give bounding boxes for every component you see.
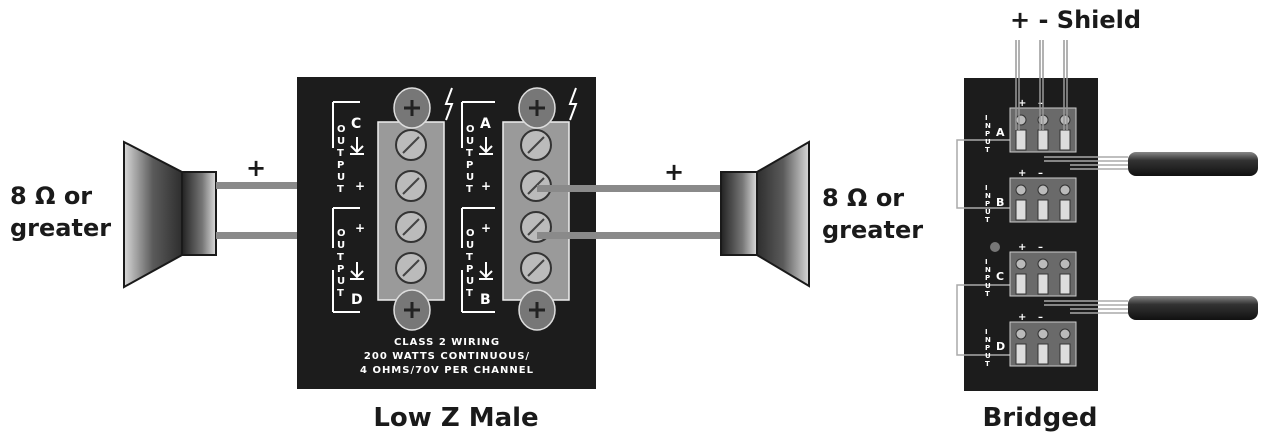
bridged-plus: +	[1018, 98, 1026, 109]
bridged-pin	[1059, 343, 1071, 365]
bridged-screw	[1059, 114, 1071, 126]
bridged-screw	[1059, 258, 1071, 270]
left-plus-a: +	[481, 179, 491, 193]
right-speaker-label-line1: 8 Ω or	[822, 184, 904, 212]
bridged-screw	[1015, 258, 1027, 270]
bridged-screw	[1037, 328, 1049, 340]
right-speaker-plus: +	[664, 158, 684, 186]
bridged-channel-label: A	[996, 126, 1005, 139]
bridged-pin	[1015, 343, 1027, 365]
bridged-screw	[1037, 258, 1049, 270]
low-z-caption: Low Z Male	[373, 403, 538, 433]
bridged-pin	[1059, 129, 1071, 151]
bridged-screw	[1059, 184, 1071, 196]
channel-d-label: D	[351, 292, 363, 308]
left-speaker	[123, 140, 217, 289]
bridged-pin	[1037, 129, 1049, 151]
screw-slot	[402, 259, 420, 277]
bridged-pin	[1015, 273, 1027, 295]
panel-text-line3: 4 OHMS/70V PER CHANNEL	[360, 365, 534, 376]
screw-slot	[527, 136, 545, 154]
channel-b-label: B	[480, 292, 491, 308]
bridged-pin	[1037, 199, 1049, 221]
screw-slot	[527, 218, 545, 236]
bridged-plus: +	[1018, 312, 1026, 323]
bridged-pin	[1059, 199, 1071, 221]
bridged-pin	[1015, 199, 1027, 221]
bridged-screw	[1015, 184, 1027, 196]
bridged-pin	[1037, 343, 1049, 365]
left-plus-d: +	[355, 221, 365, 235]
bridged-plus: +	[1018, 168, 1026, 179]
bridged-caption: Bridged	[982, 403, 1097, 433]
bridged-channel-label: C	[996, 270, 1004, 283]
indicator-dot	[990, 242, 1000, 252]
bridged-channel-label: B	[996, 196, 1004, 209]
screw-slot	[527, 177, 545, 195]
right-speaker-label-line2: greater	[822, 216, 923, 244]
bridged-screw	[1059, 328, 1071, 340]
screw-slot	[402, 218, 420, 236]
panel-text-line2: 200 WATTS CONTINUOUS/	[364, 351, 530, 362]
bridged-plus: +	[1018, 242, 1026, 253]
bridged-top-label: + - Shield	[1010, 6, 1141, 34]
right-speaker-wires	[537, 185, 723, 239]
bridged-minus: –	[1038, 312, 1043, 323]
bridged-pin	[1037, 273, 1049, 295]
bridged-pin	[1015, 129, 1027, 151]
bridged-pin	[1059, 273, 1071, 295]
screw-slot	[402, 136, 420, 154]
left-speaker-plus: +	[246, 154, 266, 182]
bridged-output-cables	[1044, 152, 1258, 320]
bridged-minus: –	[1038, 168, 1043, 179]
screw-slot	[527, 259, 545, 277]
bridged-channel-label: D	[996, 340, 1005, 353]
bridged-screw	[1037, 184, 1049, 196]
bridged-screw	[1015, 328, 1027, 340]
channel-a-label: A	[480, 116, 491, 132]
left-plus-c: +	[355, 179, 365, 193]
left-plus-b: +	[481, 221, 491, 235]
panel-text-line1: CLASS 2 WIRING	[394, 337, 500, 348]
channel-c-label: C	[351, 116, 361, 132]
screw-slot	[402, 177, 420, 195]
bridged-minus: –	[1038, 242, 1043, 253]
left-speaker-label-line2: greater	[10, 214, 111, 242]
bridged-feed-wires	[1015, 40, 1068, 130]
bridged-screw	[1015, 114, 1027, 126]
right-speaker	[720, 140, 810, 288]
left-speaker-label-line1: 8 Ω or	[10, 182, 92, 210]
